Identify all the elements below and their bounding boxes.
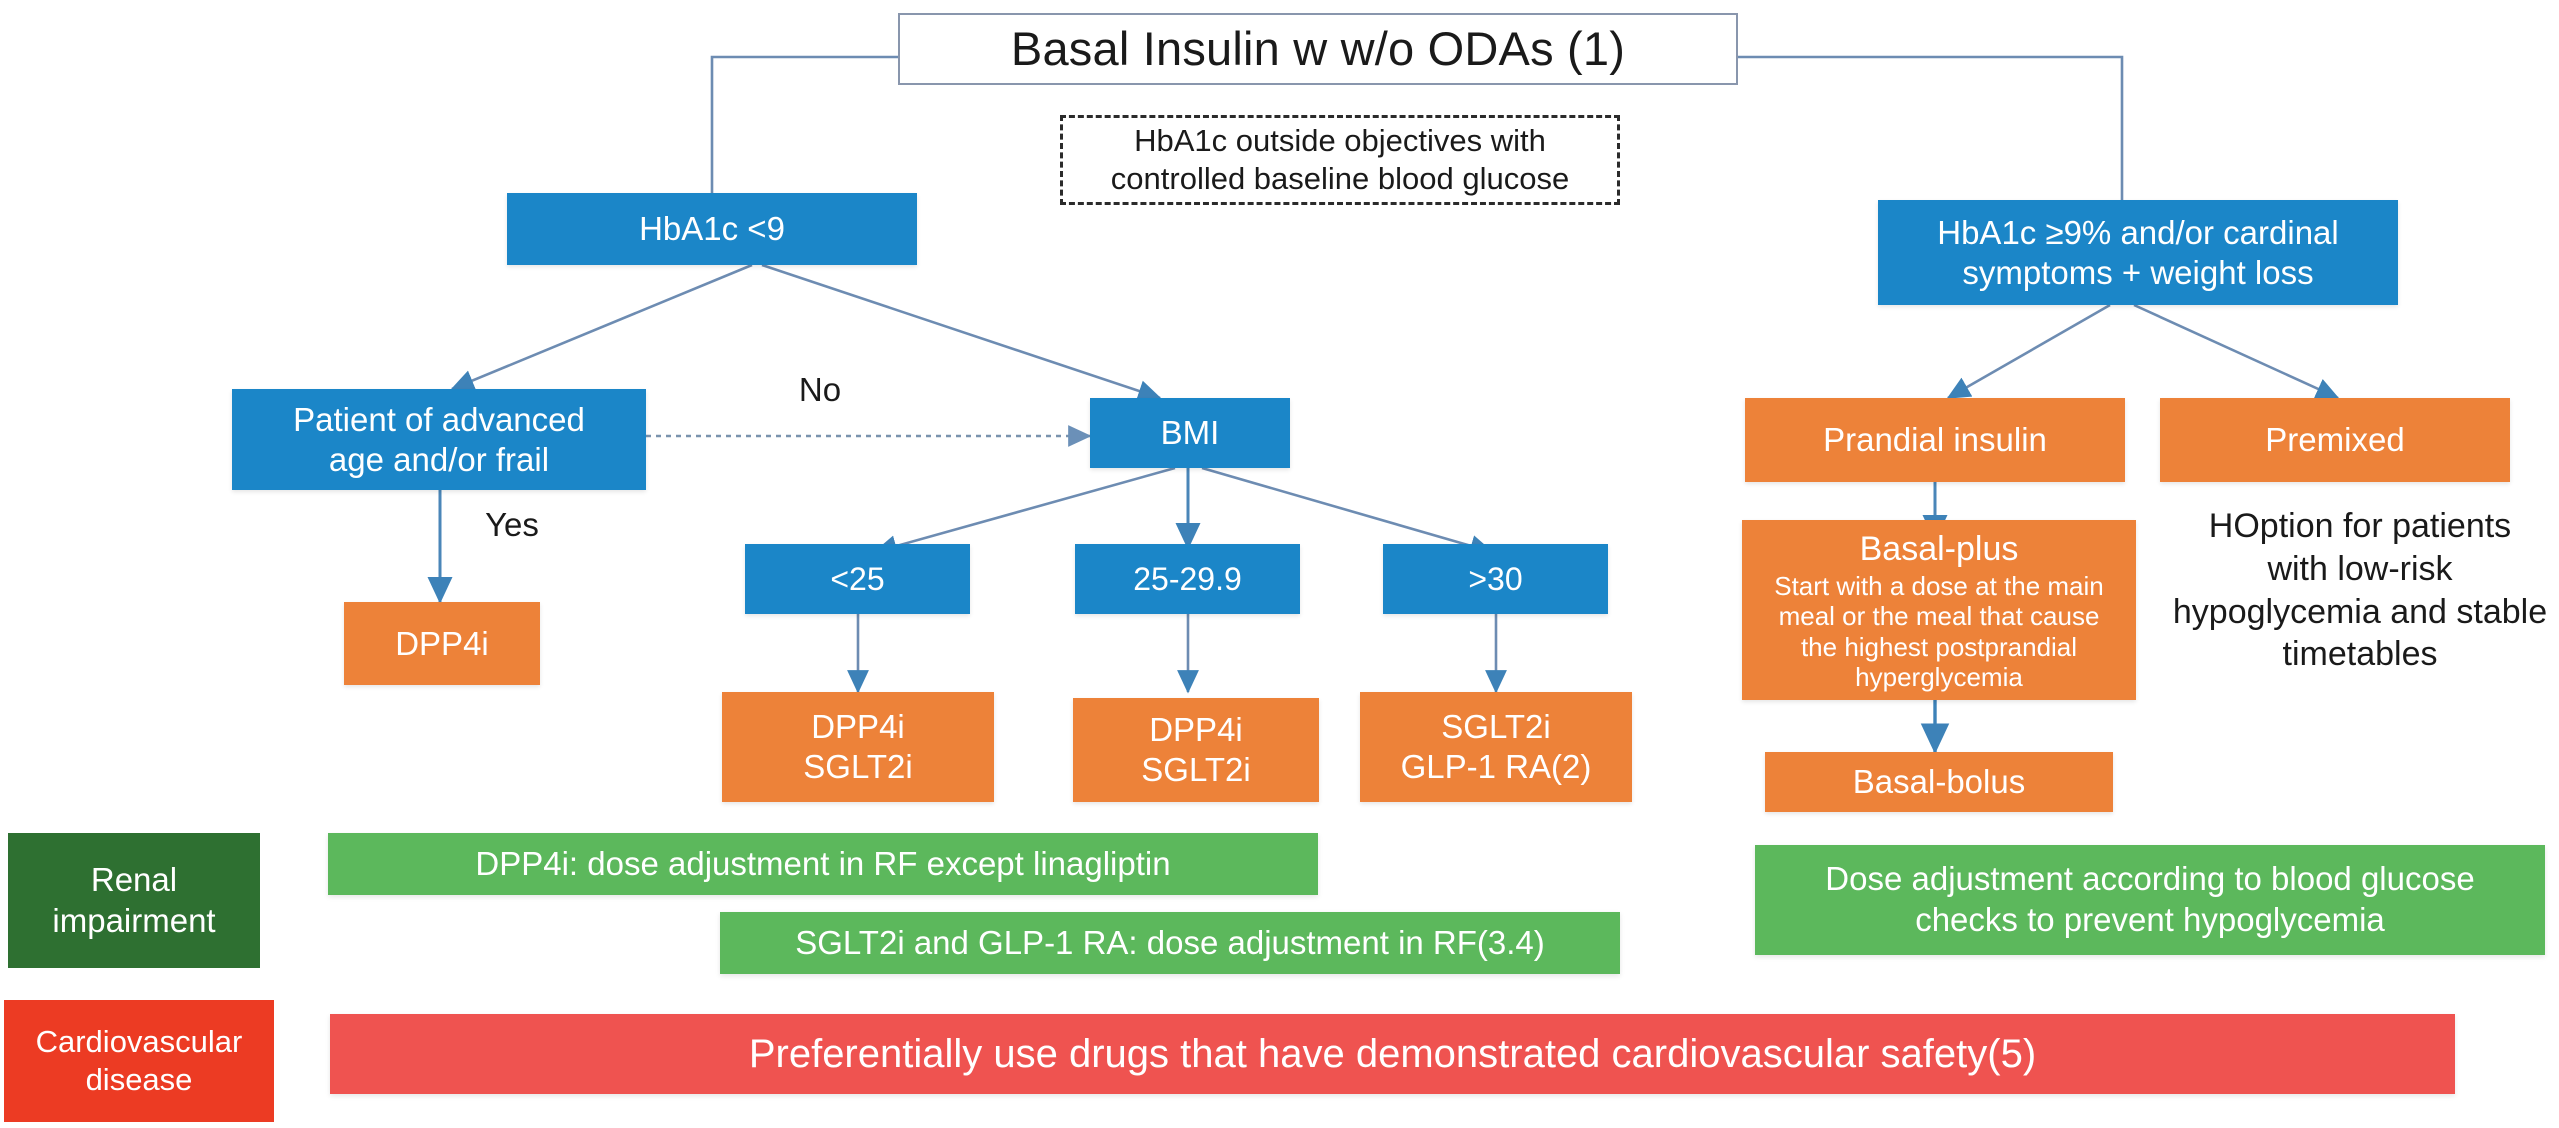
- bar-cardiovascular-safety: Preferentially use drugs that have demon…: [330, 1014, 2455, 1094]
- node-bmi-25-29[interactable]: 25-29.9: [1075, 544, 1300, 614]
- renal-label-line-2: impairment: [52, 901, 216, 939]
- basal-plus-line-4: hyperglycemia: [1855, 662, 2023, 693]
- node-hba1c-lt9-label: HbA1c <9: [639, 210, 785, 248]
- node-bmi-label: BMI: [1160, 414, 1220, 452]
- premixed-note-line-4: timetables: [2282, 635, 2438, 674]
- node-prandial-insulin[interactable]: Prandial insulin: [1745, 398, 2125, 482]
- node-outcome-bmi-gt30[interactable]: SGLT2i GLP-1 RA(2): [1360, 692, 1632, 802]
- cv-label-line-1: Cardiovascular: [35, 1023, 243, 1059]
- edge-label-yes: Yes: [485, 505, 539, 543]
- node-advanced-age-frail[interactable]: Patient of advanced age and/or frail: [232, 389, 646, 490]
- note-premixed-indication: HOption for patients with low-risk hypog…: [2160, 505, 2559, 685]
- node-bmi-lt25[interactable]: <25: [745, 544, 970, 614]
- node-bmi-gt30[interactable]: >30: [1383, 544, 1608, 614]
- node-basal-bolus[interactable]: Basal-bolus: [1765, 752, 2113, 812]
- title-box: Basal Insulin w w/o ODAs (1): [898, 13, 1738, 85]
- note-box-hba1c-context: HbA1c outside objectives with controlled…: [1060, 115, 1620, 205]
- frail-line-2: age and/or frail: [328, 440, 550, 478]
- node-hba1c-ge9[interactable]: HbA1c ≥9% and/or cardinal symptoms + wei…: [1878, 200, 2398, 305]
- bar-renal-dpp4i: DPP4i: dose adjustment in RF except lina…: [328, 833, 1318, 895]
- note-line-2: controlled baseline blood glucose: [1110, 161, 1570, 196]
- node-hba1c-lt9[interactable]: HbA1c <9: [507, 193, 917, 265]
- premixed-note-line-1: HOption for patients: [2208, 507, 2512, 545]
- renal-right-line-1: Dose adjustment according to blood gluco…: [1825, 860, 2475, 898]
- premixed-note-line-2: with low-risk: [2267, 549, 2453, 588]
- basal-plus-line-1: Start with a dose at the main: [1774, 570, 2104, 601]
- frail-line-1: Patient of advanced: [293, 400, 585, 438]
- bar-dose-adjustment-bg-checks: Dose adjustment according to blood gluco…: [1755, 845, 2545, 955]
- basal-plus-line-2: meal or the meal that cause: [1778, 601, 2100, 632]
- node-bmi[interactable]: BMI: [1090, 398, 1290, 468]
- node-outcome-bmi-25-29[interactable]: DPP4i SGLT2i: [1073, 698, 1319, 802]
- cv-label-line-2: disease: [85, 1062, 193, 1097]
- node-basal-plus[interactable]: Basal-plus Start with a dose at the main…: [1742, 520, 2136, 700]
- hba1c-ge9-line-1: HbA1c ≥9% and/or cardinal: [1937, 213, 2339, 251]
- premixed-note-line-3: hypoglycemia and stable: [2172, 592, 2548, 631]
- hba1c-ge9-line-2: symptoms + weight loss: [1962, 253, 2314, 291]
- node-premixed[interactable]: Premixed: [2160, 398, 2510, 482]
- bar-renal-sglt2i-glp1: SGLT2i and GLP-1 RA: dose adjustment in …: [720, 912, 1620, 974]
- legend-cardiovascular-disease: Cardiovascular disease: [4, 1000, 274, 1122]
- node-outcome-dpp4i-frail[interactable]: DPP4i: [344, 602, 540, 685]
- note-line-1: HbA1c outside objectives with: [1134, 123, 1546, 159]
- renal-right-line-2: checks to prevent hypoglycemia: [1915, 901, 2385, 938]
- basal-plus-line-3: the highest postprandial: [1800, 631, 2078, 662]
- legend-renal-impairment: Renal impairment: [8, 833, 260, 968]
- edge-label-no: No: [798, 370, 842, 408]
- title-text: Basal Insulin w w/o ODAs (1): [1010, 21, 1626, 75]
- renal-label-line-1: Renal: [90, 860, 178, 898]
- node-outcome-bmi-lt25[interactable]: DPP4i SGLT2i: [722, 692, 994, 802]
- basal-plus-title: Basal-plus: [1859, 530, 2019, 568]
